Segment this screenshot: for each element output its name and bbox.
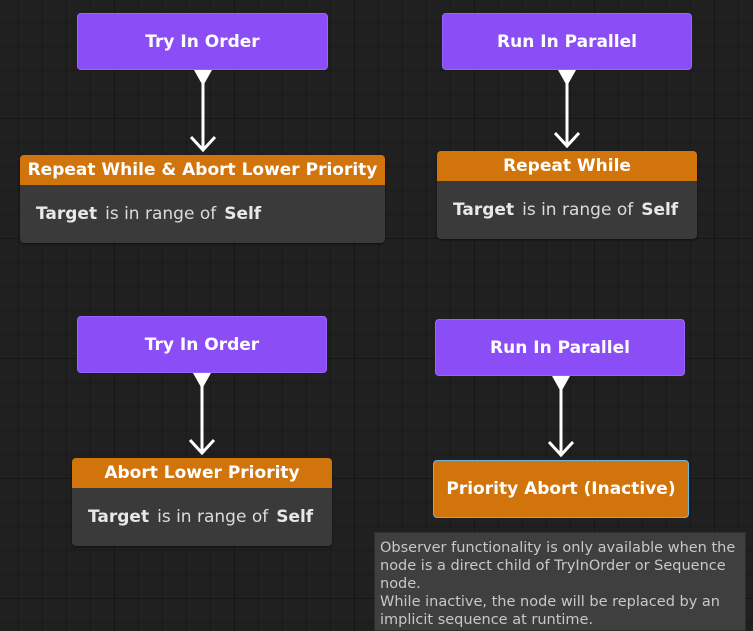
try-in-order-node[interactable]: Try In Order [77,316,327,373]
try-in-order-node[interactable]: Try In Order [77,13,328,70]
node-header: Abort Lower Priority [72,458,332,488]
source-field[interactable]: Self [224,204,262,224]
node-header: Repeat While [437,151,697,181]
repeat-while-abort-lower-priority-node[interactable]: Repeat While & Abort Lower Priority Targ… [20,155,385,243]
condition-row: Target is in range of Self [72,488,332,546]
connector-arrow [188,373,216,456]
target-field[interactable]: Target [88,507,150,527]
source-field[interactable]: Self [276,507,314,527]
node-title: Try In Order [145,31,260,52]
run-in-parallel-node[interactable]: Run In Parallel [442,13,692,70]
condition-text: is in range of [105,204,217,224]
condition-text: is in range of [157,507,269,527]
source-field[interactable]: Self [641,200,679,220]
condition-row: Target is in range of Self [437,181,697,239]
condition-row: Target is in range of Self [20,185,385,243]
node-header: Repeat While & Abort Lower Priority [20,155,385,185]
condition-text: is in range of [522,200,634,220]
observer-tooltip: Observer functionality is only available… [374,532,746,631]
target-field[interactable]: Target [36,204,98,224]
target-field[interactable]: Target [453,200,515,220]
node-title: Run In Parallel [490,337,630,358]
tooltip-line: Observer functionality is only available… [380,540,736,592]
connector-arrow [547,376,575,458]
abort-lower-priority-node[interactable]: Abort Lower Priority Target is in range … [72,458,332,546]
tooltip-line: While inactive, the node will be replace… [380,594,720,628]
node-title: Run In Parallel [497,31,637,52]
connector-arrow [189,70,217,153]
run-in-parallel-node[interactable]: Run In Parallel [435,319,685,376]
repeat-while-node[interactable]: Repeat While Target is in range of Self [437,151,697,239]
node-title: Priority Abort (Inactive) [446,479,676,499]
priority-abort-inactive-node[interactable]: Priority Abort (Inactive) [433,460,689,518]
node-title: Try In Order [144,334,260,355]
connector-arrow [553,70,581,149]
